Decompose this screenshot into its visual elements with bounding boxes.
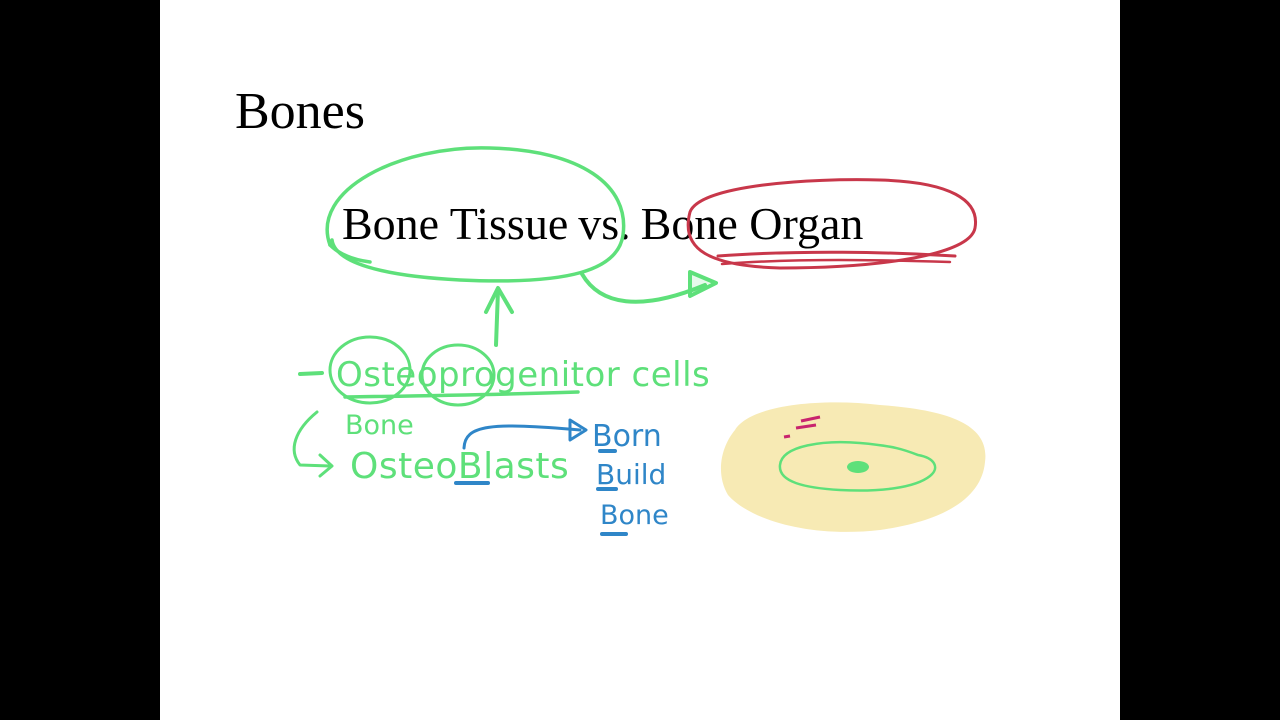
tissue-to-organ-arrowhead — [688, 270, 718, 298]
tissue-circle-tail — [328, 243, 372, 264]
mnemonic-build: Build — [596, 458, 666, 491]
cell-nucleus — [847, 461, 869, 473]
osteoprogenitor-underline — [343, 390, 580, 399]
pro-circle — [420, 343, 496, 407]
tissue-to-organ-arrow — [580, 272, 707, 304]
bone-tissue-label: Bone Tissue — [342, 198, 569, 249]
osteoblasts-text: OsteoBlasts — [350, 446, 569, 487]
slide-title: Bones — [235, 83, 365, 140]
osteoblast-arrowhead — [318, 453, 334, 478]
osteo-circle — [328, 335, 412, 405]
magenta-mark-3 — [783, 434, 791, 439]
osteoblast-arrow — [292, 410, 332, 468]
magenta-mark-1 — [800, 415, 821, 423]
bone-organ-label: Bone Organ — [640, 198, 864, 249]
organ-underline-1 — [716, 250, 957, 258]
annotation-layer: Osteoprogenitor cells Bone OsteoBlasts B… — [292, 146, 986, 536]
born-arrow — [462, 424, 582, 450]
bone-note: Bone — [345, 410, 414, 441]
organ-underline-2 — [720, 258, 952, 266]
born-arrowhead — [568, 418, 588, 442]
magenta-mark-2 — [795, 423, 817, 430]
dash-mark — [298, 371, 324, 376]
cell-body — [778, 440, 937, 492]
mnemonic-born: Born — [592, 419, 662, 454]
cell-drawing — [720, 402, 986, 532]
tissue-circle — [325, 146, 626, 283]
organ-circle — [686, 178, 978, 270]
mnemonic-bone: Bone — [600, 500, 669, 531]
up-arrow-shaft — [494, 288, 500, 347]
osteoprogenitor-text: Osteoprogenitor cells — [336, 355, 710, 395]
up-arrow-head — [484, 286, 514, 314]
